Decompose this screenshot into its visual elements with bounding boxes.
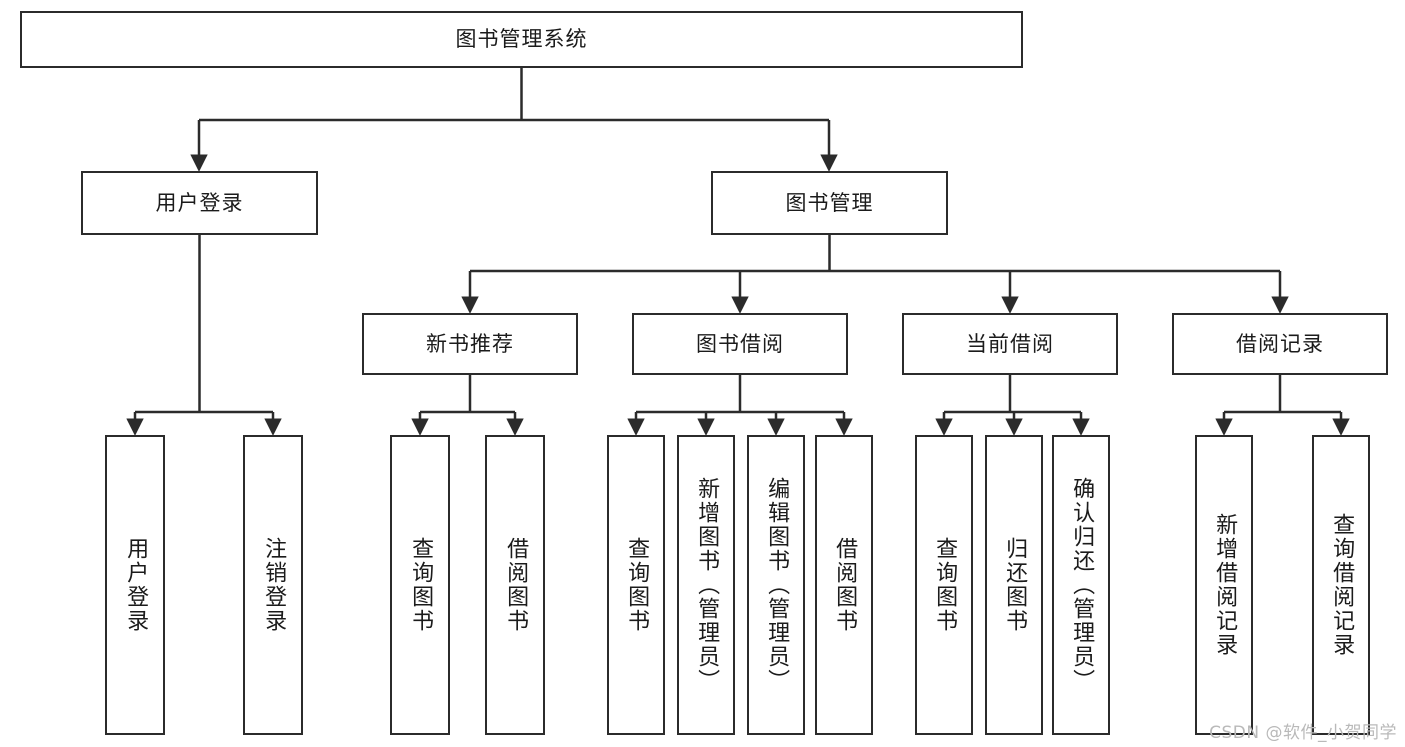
leaf-borrow-book-new[interactable]: 借阅图书 (485, 435, 545, 735)
leaf-borrow-book-new-label: 借阅图书 (503, 537, 529, 633)
leaf-confirm-return[interactable]: 确认归还（管理员） (1052, 435, 1110, 735)
leaf-add-book-label: 新增图书（管理员） (694, 477, 720, 693)
node-current-borrow-label: 当前借阅 (966, 331, 1054, 356)
leaf-add-borrow-record-label: 新增借阅记录 (1212, 513, 1238, 657)
leaf-return-book-label: 归还图书 (1002, 537, 1028, 633)
leaf-query-book-current[interactable]: 查询图书 (915, 435, 973, 735)
leaf-edit-book-label: 编辑图书（管理员） (764, 477, 790, 693)
leaf-user-login[interactable]: 用户登录 (105, 435, 165, 735)
node-book-borrow[interactable]: 图书借阅 (632, 313, 848, 375)
leaf-query-book[interactable]: 查询图书 (607, 435, 665, 735)
node-new-book-recommend[interactable]: 新书推荐 (362, 313, 578, 375)
node-new-book-recommend-label: 新书推荐 (426, 331, 514, 356)
node-book-management[interactable]: 图书管理 (711, 171, 948, 235)
leaf-query-borrow-record-label: 查询借阅记录 (1329, 513, 1355, 657)
node-borrow-record[interactable]: 借阅记录 (1172, 313, 1388, 375)
leaf-query-book-new-label: 查询图书 (408, 537, 434, 633)
leaf-logout[interactable]: 注销登录 (243, 435, 303, 735)
node-borrow-record-label: 借阅记录 (1236, 331, 1324, 356)
node-book-management-label: 图书管理 (785, 190, 874, 215)
leaf-edit-book[interactable]: 编辑图书（管理员） (747, 435, 805, 735)
leaf-add-book[interactable]: 新增图书（管理员） (677, 435, 735, 735)
leaf-query-borrow-record[interactable]: 查询借阅记录 (1312, 435, 1370, 735)
leaf-borrow-book[interactable]: 借阅图书 (815, 435, 873, 735)
leaf-logout-label: 注销登录 (261, 537, 287, 633)
leaf-query-book-current-label: 查询图书 (932, 537, 958, 633)
leaf-query-book-new[interactable]: 查询图书 (390, 435, 450, 735)
leaf-query-book-label: 查询图书 (624, 537, 650, 633)
leaf-user-login-label: 用户登录 (123, 537, 149, 633)
leaf-add-borrow-record[interactable]: 新增借阅记录 (1195, 435, 1253, 735)
node-user-login[interactable]: 用户登录 (81, 171, 318, 235)
leaf-return-book[interactable]: 归还图书 (985, 435, 1043, 735)
node-book-borrow-label: 图书借阅 (696, 331, 784, 356)
leaf-borrow-book-label: 借阅图书 (832, 537, 858, 633)
node-user-login-label: 用户登录 (155, 190, 244, 215)
node-root[interactable]: 图书管理系统 (20, 11, 1023, 68)
leaf-confirm-return-label: 确认归还（管理员） (1069, 477, 1095, 693)
node-current-borrow[interactable]: 当前借阅 (902, 313, 1118, 375)
node-root-label: 图书管理系统 (455, 27, 588, 52)
